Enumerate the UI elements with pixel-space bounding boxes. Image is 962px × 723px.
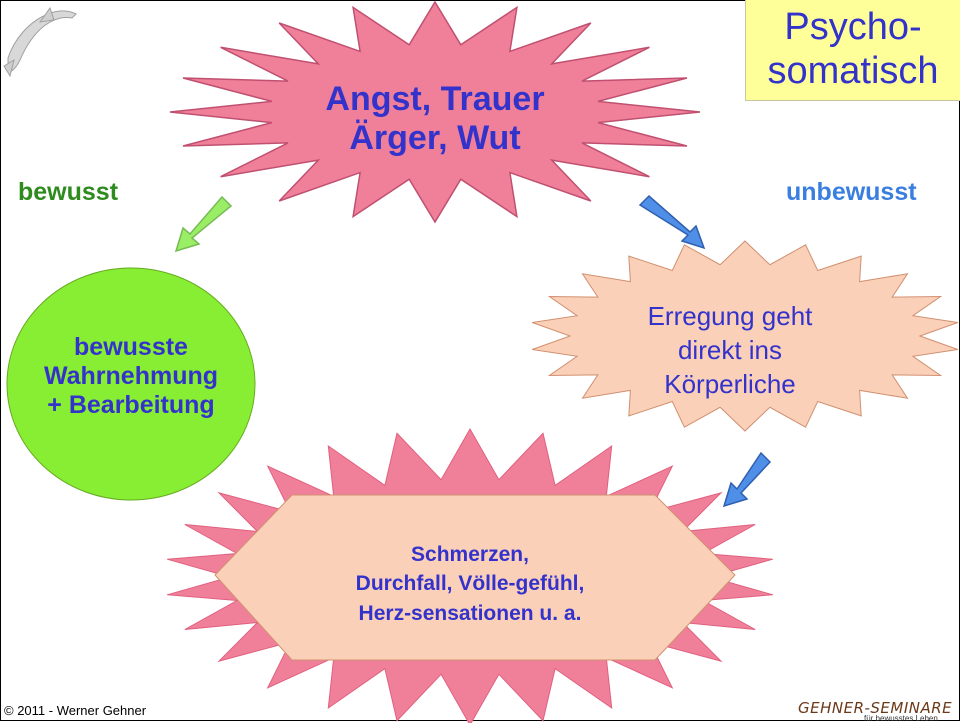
arousal-burst (532, 240, 958, 432)
symptoms-box (214, 494, 736, 661)
arousal-text: Erregung geht direkt ins Körperliche (647, 301, 813, 399)
title-box: Psycho- somatisch (745, 0, 960, 101)
label-bewusst: bewusst (18, 178, 119, 206)
arrow-bewusst (174, 195, 233, 253)
symptoms-text: Schmerzen, Durchfall, Völle-gefühl, Herz… (355, 543, 585, 625)
emotion-burst (169, 0, 701, 224)
arrow-unbewusst (638, 194, 706, 250)
title-text: Psycho- somatisch (767, 6, 939, 92)
label-unbewusst: unbewusst (786, 178, 917, 206)
copyright: © 2011 - Werner Gehner (4, 703, 147, 718)
awareness-ellipse (6, 267, 256, 501)
awareness-text: bewusste Wahrnehmung + Bearbeitung (43, 333, 219, 419)
logo-main-text: GEHNER-SEMINARE (798, 699, 953, 717)
logo-sub-text: für bewusstes Leben (864, 714, 938, 723)
logo-icon: GEHNER-SEMINARE für bewusstes Leben (798, 699, 962, 723)
emotion-text: Angst, Trauer Ärger, Wut (325, 80, 545, 158)
arrow-to-symptoms (722, 451, 772, 508)
dolphin-icon (3, 6, 77, 78)
